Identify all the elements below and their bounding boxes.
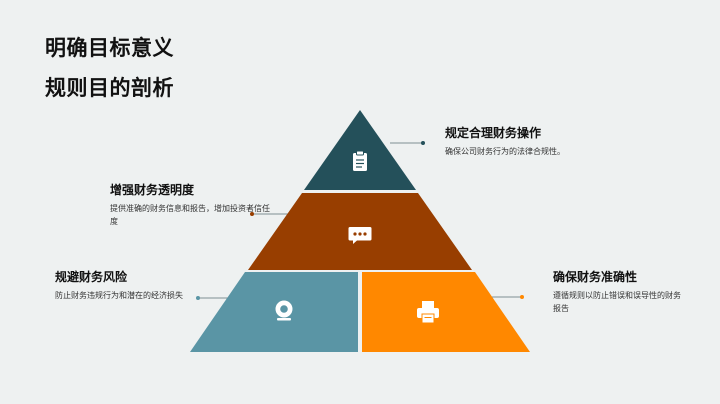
page-subtitle: 规则目的剖析 (45, 76, 174, 100)
callout-description: 提供准确的财务信息和报告，增加投资者信任度 (110, 204, 270, 226)
connector-lines (196, 141, 524, 300)
page-title: 明确目标意义 (45, 36, 174, 60)
webcam-icon (275, 300, 293, 321)
callout-middle: 增强财务透明度 提供准确的财务信息和报告，增加投资者信任度 (110, 181, 270, 228)
callout-description: 防止财务违规行为和潜在的经济损失 (55, 291, 183, 300)
callout-bottom-right: 确保财务准确性 遵循规则以防止错误和误导性的财务报告 (553, 268, 683, 315)
callout-description: 确保公司财务行为的法律合规性。 (445, 147, 565, 156)
connector-dot-bottom-left (196, 296, 200, 300)
callout-top: 规定合理财务操作 确保公司财务行为的法律合规性。 (445, 124, 595, 158)
callout-bottom-left: 规避财务风险 防止财务违规行为和潜在的经济损失 (55, 268, 185, 302)
callout-description: 遵循规则以防止错误和误导性的财务报告 (553, 291, 681, 313)
connector-dot-middle (250, 212, 254, 216)
callout-heading: 规定合理财务操作 (445, 126, 542, 140)
chat-bubble-icon (348, 227, 372, 244)
callout-heading: 确保财务准确性 (553, 270, 638, 284)
connector-dot-top (421, 141, 425, 145)
clipboard-icon (353, 150, 367, 171)
connector-dot-bottom-right (520, 295, 524, 299)
pyramid-tier-top (304, 110, 416, 190)
callout-heading: 增强财务透明度 (110, 183, 195, 197)
callout-heading: 规避财务风险 (55, 270, 128, 284)
pyramid-tier-bottom-right (362, 272, 530, 352)
printer-icon (417, 301, 439, 324)
pyramid-tier-bottom-left (190, 272, 358, 352)
